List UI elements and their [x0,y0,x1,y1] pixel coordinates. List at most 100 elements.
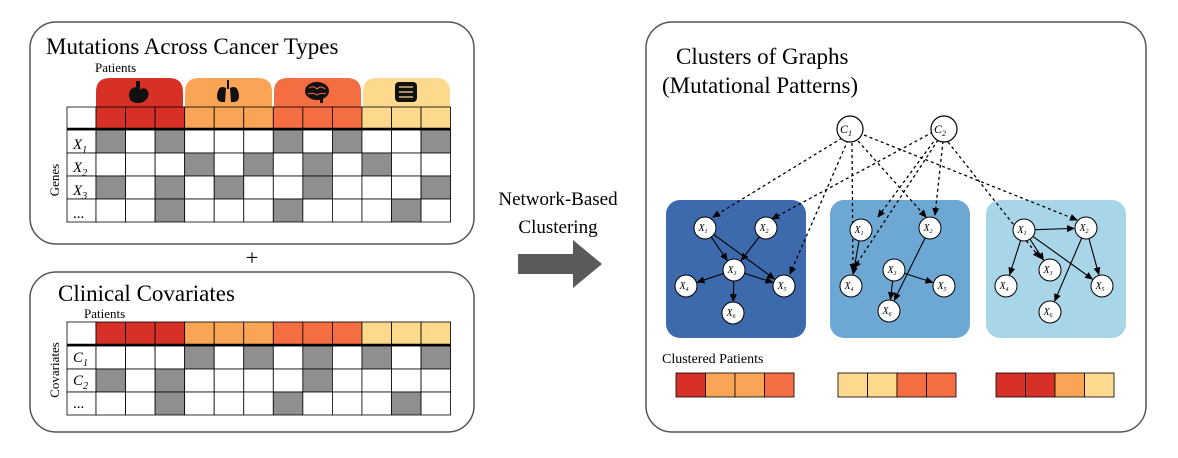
graph-edge [713,234,776,280]
clustered-patient-cell [675,372,706,398]
covariates-panel: Clinical Covariates Patients Covariates … [29,271,475,433]
covariates-cell [420,368,451,393]
cancer-type-tab-2 [185,78,272,107]
node-c2: C2 [930,115,958,143]
covariates-patient-cell [95,321,126,346]
svg-text:X1: X1 [1016,225,1026,237]
mutations-cell [391,198,422,223]
mutations-cell [213,198,245,223]
mutations-cell [420,198,451,223]
graph-node-x3: X3 [1038,258,1062,282]
clustered-patient-cell [926,372,957,398]
mutations-cell [125,129,156,154]
mutations-cell [361,152,392,177]
mutations-matrix [66,129,451,223]
svg-text:X6: X6 [881,306,891,318]
mutations-cell [272,175,304,200]
mutations-patient-cell [331,106,363,130]
graph-edge [710,236,728,261]
graph-node-x5: X5 [1090,274,1114,298]
clustering-label-line2: Clustering [518,217,598,238]
covariates-cell [272,368,304,393]
mutations-cell [420,152,451,177]
covariates-cell [272,345,304,370]
svg-text:C2: C2 [934,122,946,138]
svg-text:X3: X3 [886,265,896,277]
clustered-patient-cell [764,372,795,398]
mutations-cell [391,152,422,177]
covariates-axis-label: Covariates [47,342,62,398]
genes-label: Genes [47,164,62,197]
clustered-patient-cell [734,372,765,398]
covariates-cell [243,345,274,370]
graph-edge [696,272,724,284]
covariates-patient-cell [272,321,304,346]
svg-text:X2: X2 [922,223,932,235]
mutations-cell [331,152,363,177]
mutations-cell [154,129,186,154]
gene-label-x2: X2 [72,160,87,179]
graph-edge [893,237,926,302]
mutations-cell [243,152,274,177]
mutations-patient-cell [243,106,274,130]
graph-edge [1032,235,1094,280]
covariates-cell [302,368,333,393]
covariates-cell [184,368,215,393]
svg-text:C1: C1 [840,122,852,138]
covariates-cell [302,391,333,416]
covariates-cell [391,391,422,416]
clustered-patient-cell [1084,372,1115,398]
mutations-cell [125,198,156,223]
mutations-cell [302,175,333,200]
gene-row-labels: X1 X2 X3 ... [72,137,87,222]
graph-node-x1: X1 [1012,218,1036,242]
svg-text:X5: X5 [1094,281,1104,293]
stomach-icon [129,81,149,103]
graph-node-x6: X6 [877,299,901,323]
covariates-cell [391,368,422,393]
graph-edge [850,240,860,276]
svg-text:X3: X3 [1042,265,1052,277]
patients-label: Patients [95,60,136,75]
mutations-cell [331,175,363,200]
covariates-cell [95,345,126,370]
mutations-patient-cell [125,106,156,130]
cancer-type-headers [96,78,450,107]
covariates-cell [184,345,215,370]
covariates-cell [331,345,363,370]
mutations-cell [154,198,186,223]
clustered-patient-cell [896,372,927,398]
mutations-cell [243,198,274,223]
covariates-cell [95,368,126,393]
graph-node-x4: X4 [674,274,698,298]
covariates-patient-cell [391,321,422,346]
svg-text:X1: X1 [697,223,707,235]
mutations-cell [361,198,392,223]
mutations-cell [361,129,392,154]
plus-sign: + [246,245,258,270]
graph-edge [887,280,895,301]
svg-text:X6: X6 [1042,307,1052,319]
mutations-cell [391,129,422,154]
covariates-cell [361,391,392,416]
covariates-cell [420,391,451,416]
clustered-patient-strips [675,372,1115,398]
gene-label-x3: X3 [72,183,87,202]
clusters-title-line1: Clusters of Graphs [676,44,849,69]
covariates-patient-cell [213,321,245,346]
clustered-patients-3 [995,372,1115,398]
graph-edge [1054,237,1083,302]
covariates-cell [95,391,126,416]
covariates-title: Clinical Covariates [58,281,235,306]
svg-text:X2: X2 [1078,223,1088,235]
covariates-cell [154,368,186,393]
covariates-patient-cell [184,321,215,346]
covariates-patient-header-row [66,321,451,346]
svg-text:X4: X4 [843,281,853,293]
svg-text:X1: X1 [853,225,863,237]
